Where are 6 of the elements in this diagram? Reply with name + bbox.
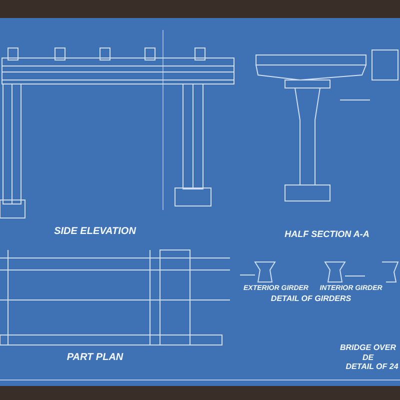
view-title: DETAIL OF 24 [344,362,400,372]
view-title: BRIDGE OVER DE [338,343,397,363]
view-title: HALF SECTION A-A [284,229,370,240]
view-title: SIDE ELEVATION [53,226,137,238]
view-title: PART PLAN [66,352,124,364]
view-title: DETAIL OF GIRDERS [270,294,352,304]
